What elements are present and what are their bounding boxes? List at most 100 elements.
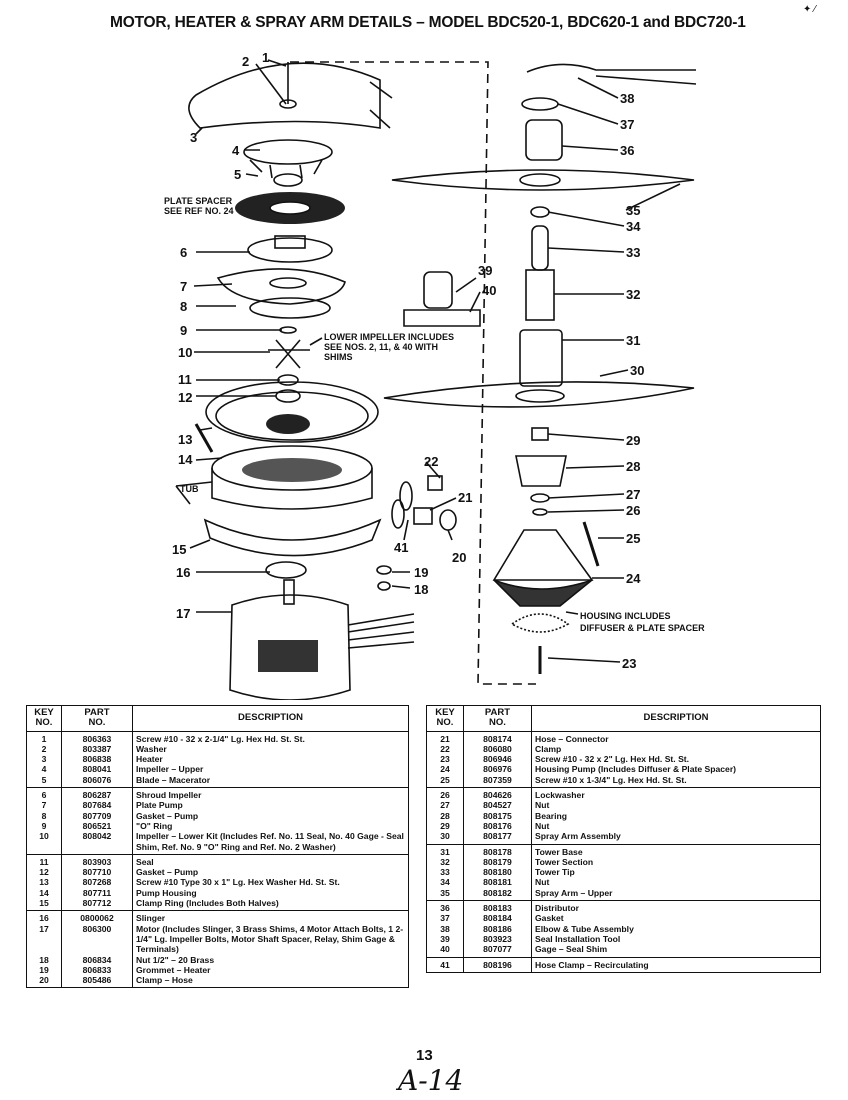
heater-element-shape <box>188 62 381 129</box>
key-no-cell: 37 <box>426 913 464 924</box>
key-no-cell: 33 <box>426 867 464 878</box>
part-no-cell: 803923 <box>463 933 532 945</box>
callout-41: 41 <box>394 540 408 555</box>
distributor-shape <box>525 119 563 161</box>
callout-6: 6 <box>180 245 187 260</box>
key-no-cell: 41 <box>426 957 464 973</box>
callout-31: 31 <box>626 333 640 348</box>
callout-37: 37 <box>620 117 634 132</box>
description-cell: Screw #10 Type 30 x 1" Lg. Hex Washer Hd… <box>132 877 409 888</box>
key-no-cell: 22 <box>426 743 464 755</box>
connector-clamp-shape <box>427 475 443 491</box>
part-no-cell: 807712 <box>61 898 133 911</box>
description-cell: Seal Installation Tool <box>531 933 821 945</box>
part-no-cell: 803387 <box>61 743 133 755</box>
key-no-cell: 1 <box>26 731 62 744</box>
tub-label: TUB <box>180 484 199 494</box>
housing-screw-shape <box>582 521 600 567</box>
key-no-cell: 4 <box>26 764 62 775</box>
tower-tip-shape <box>531 225 549 271</box>
housing-note-line-2: DIFFUSER & PLATE SPACER <box>580 623 705 633</box>
description-cell: Gage – Seal Shim <box>531 944 821 958</box>
part-no-cell: 805486 <box>61 975 133 988</box>
lower-impeller-note-line-1: LOWER IMPELLER INCLUDES <box>324 332 454 342</box>
part-no-cell: 806080 <box>463 743 532 755</box>
key-no-cell: 27 <box>426 800 464 811</box>
part-no-cell: 808174 <box>463 731 532 744</box>
callout-38: 38 <box>620 91 634 106</box>
bearing-shape <box>515 455 567 487</box>
callout-22: 22 <box>424 454 438 469</box>
callout-39: 39 <box>478 263 492 278</box>
description-cell: Gasket <box>531 913 821 924</box>
key-no-cell: 19 <box>26 964 62 976</box>
callout-28: 28 <box>626 459 640 474</box>
key-no-cell: 6 <box>26 787 62 801</box>
description-cell: Housing Pump (Includes Diffuser & Plate … <box>531 764 821 775</box>
plate-spacer-note-line-2: SEE REF NO. 24 <box>164 206 234 216</box>
part-no-cell: 808042 <box>61 831 133 855</box>
description-header: DESCRIPTION <box>531 705 821 732</box>
elbow-tube-shape <box>526 63 697 85</box>
part-no-cell: 807709 <box>61 810 133 821</box>
description-cell: Slinger <box>132 910 409 924</box>
pump-gasket-shape <box>249 297 331 319</box>
part-no-cell: 808196 <box>463 957 532 973</box>
key-no-cell: 18 <box>26 954 62 965</box>
callout-10: 10 <box>178 345 192 360</box>
pump-housing-lower-shape <box>492 529 594 581</box>
key-no-cell: 29 <box>426 820 464 832</box>
assembly-dash-line <box>290 61 536 685</box>
key-no-cell: 21 <box>426 731 464 744</box>
key-no-cell: 39 <box>426 933 464 945</box>
seal-shim-gage-shape <box>403 309 481 327</box>
key-no-cell: 14 <box>26 887 62 899</box>
part-no-cell: 806363 <box>61 731 133 744</box>
part-no-cell: 806838 <box>61 754 133 765</box>
lower-spray-arm-shape <box>383 381 695 408</box>
description-cell: Bearing <box>531 810 821 821</box>
callout-7: 7 <box>180 279 187 294</box>
callout-20: 20 <box>452 550 466 565</box>
callout-35: 35 <box>626 203 640 218</box>
description-cell: Shroud Impeller <box>132 787 409 801</box>
diffuser-shape <box>510 613 570 633</box>
part-no-cell: 808179 <box>463 856 532 868</box>
callout-30: 30 <box>630 363 644 378</box>
pump-housing-screw-shape <box>194 423 214 453</box>
description-cell: Impeller – Lower Kit (Includes Ref. No. … <box>132 831 409 855</box>
description-cell: Grommet – Heater <box>132 964 409 976</box>
shroud-impeller-shape <box>247 237 333 263</box>
key-no-cell: 35 <box>426 887 464 901</box>
description-cell: Gasket – Pump <box>132 810 409 821</box>
key-no-cell: 30 <box>426 831 464 845</box>
part-no-cell: 807268 <box>61 877 133 888</box>
exploded-parts-diagram: 1 2 3 4 5 6 7 8 9 10 11 12 13 14 15 16 1… <box>164 50 705 700</box>
callout-15: 15 <box>172 542 186 557</box>
seal-tool-shape <box>423 271 453 309</box>
callout-23: 23 <box>622 656 636 671</box>
description-cell: Tower Base <box>531 844 821 857</box>
callout-32: 32 <box>626 287 640 302</box>
